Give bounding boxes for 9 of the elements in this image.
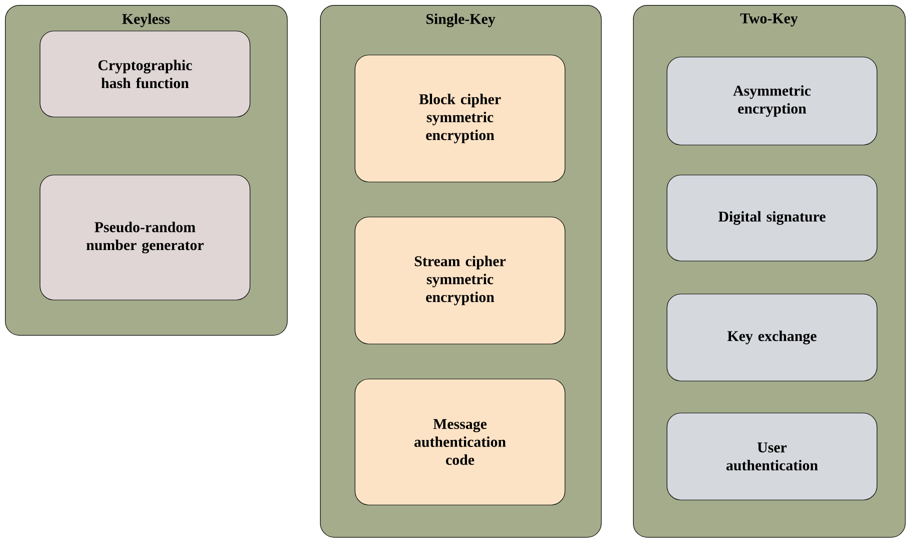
method-box: Digital signature — [666, 174, 878, 262]
method-box: Asymmetric encryption — [666, 56, 878, 146]
method-box: Stream cipher symmetric encryption — [354, 216, 566, 344]
method-box: User authentication — [666, 412, 878, 500]
method-box: Pseudo-random number generator — [40, 174, 250, 300]
method-box: Block cipher symmetric encryption — [354, 54, 566, 182]
method-box: Message authentication code — [354, 378, 566, 506]
method-box: Key exchange — [666, 294, 878, 382]
method-box: Cryptographic hash function — [40, 30, 250, 118]
